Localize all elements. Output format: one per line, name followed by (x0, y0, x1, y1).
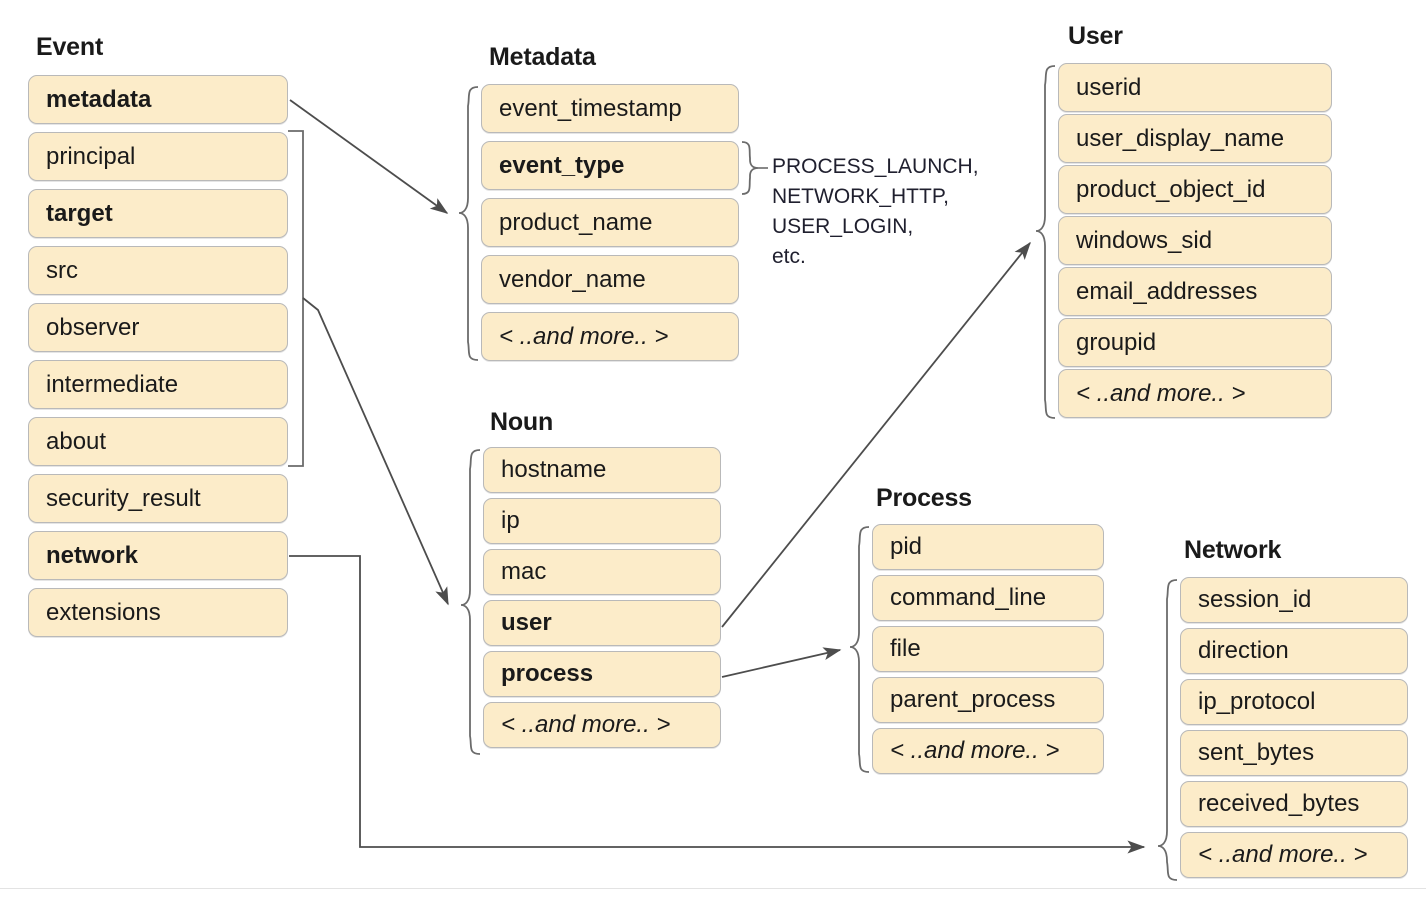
group-title-process: Process (876, 484, 972, 512)
field-user-groupid[interactable]: groupid (1058, 318, 1332, 367)
brace-event-type-right (741, 141, 768, 195)
field-user-windows_sid[interactable]: windows_sid (1058, 216, 1332, 265)
group-title-user: User (1068, 22, 1123, 50)
brace-noun-left (460, 449, 481, 755)
field-noun-process[interactable]: process (483, 651, 721, 697)
field-event-about[interactable]: about (28, 417, 288, 466)
field-metadata-event_type[interactable]: event_type (481, 141, 739, 190)
field-user-email_addresses[interactable]: email_addresses (1058, 267, 1332, 316)
connector-metadata (289, 99, 449, 214)
field-noun-mac[interactable]: mac (483, 549, 721, 595)
annotation-line: etc. (772, 245, 806, 268)
group-title-noun: Noun (490, 408, 554, 436)
field-noun-user[interactable]: user (483, 600, 721, 646)
field-metadata-and-more[interactable]: < ..and more.. > (481, 312, 739, 361)
field-network-session_id[interactable]: session_id (1180, 577, 1408, 623)
group-title-metadata: Metadata (489, 43, 596, 71)
annotation-line: NETWORK_HTTP, (772, 185, 949, 208)
field-user-product_object_id[interactable]: product_object_id (1058, 165, 1332, 214)
field-network-direction[interactable]: direction (1180, 628, 1408, 674)
field-event-network[interactable]: network (28, 531, 288, 580)
field-process-and-more[interactable]: < ..and more.. > (872, 728, 1104, 774)
bracket-event-nouns (288, 130, 304, 467)
field-process-command_line[interactable]: command_line (872, 575, 1104, 621)
field-network-and-more[interactable]: < ..and more.. > (1180, 832, 1408, 878)
field-network-received_bytes[interactable]: received_bytes (1180, 781, 1408, 827)
annotation-line: USER_LOGIN, (772, 215, 914, 238)
connector-noun (302, 297, 449, 606)
field-metadata-vendor_name[interactable]: vendor_name (481, 255, 739, 304)
connector-process (721, 647, 842, 678)
field-process-file[interactable]: file (872, 626, 1104, 672)
field-event-principal[interactable]: principal (28, 132, 288, 181)
bottom-divider (0, 888, 1426, 889)
field-metadata-product_name[interactable]: product_name (481, 198, 739, 247)
group-title-event: Event (36, 33, 104, 61)
annotation-event-type-values: PROCESS_LAUNCH, NETWORK_HTTP, USER_LOGIN,e… (772, 152, 979, 272)
field-event-observer[interactable]: observer (28, 303, 288, 352)
group-title-network: Network (1184, 536, 1282, 564)
field-event-extensions[interactable]: extensions (28, 588, 288, 637)
field-network-sent_bytes[interactable]: sent_bytes (1180, 730, 1408, 776)
field-user-and-more[interactable]: < ..and more.. > (1058, 369, 1332, 418)
brace-user-left (1035, 65, 1056, 419)
field-noun-and-more[interactable]: < ..and more.. > (483, 702, 721, 748)
field-event-security_result[interactable]: security_result (28, 474, 288, 523)
annotation-line: PROCESS_LAUNCH, (772, 155, 979, 178)
field-process-pid[interactable]: pid (872, 524, 1104, 570)
field-process-parent_process[interactable]: parent_process (872, 677, 1104, 723)
field-noun-hostname[interactable]: hostname (483, 447, 721, 493)
field-event-intermediate[interactable]: intermediate (28, 360, 288, 409)
field-user-user_display_name[interactable]: user_display_name (1058, 114, 1332, 163)
field-event-metadata[interactable]: metadata (28, 75, 288, 124)
field-metadata-event_timestamp[interactable]: event_timestamp (481, 84, 739, 133)
field-event-target[interactable]: target (28, 189, 288, 238)
field-network-ip_protocol[interactable]: ip_protocol (1180, 679, 1408, 725)
brace-network-left (1157, 579, 1178, 881)
brace-metadata-left (458, 86, 479, 361)
field-noun-ip[interactable]: ip (483, 498, 721, 544)
field-user-userid[interactable]: userid (1058, 63, 1332, 112)
brace-process-left (849, 526, 870, 773)
field-event-src[interactable]: src (28, 246, 288, 295)
